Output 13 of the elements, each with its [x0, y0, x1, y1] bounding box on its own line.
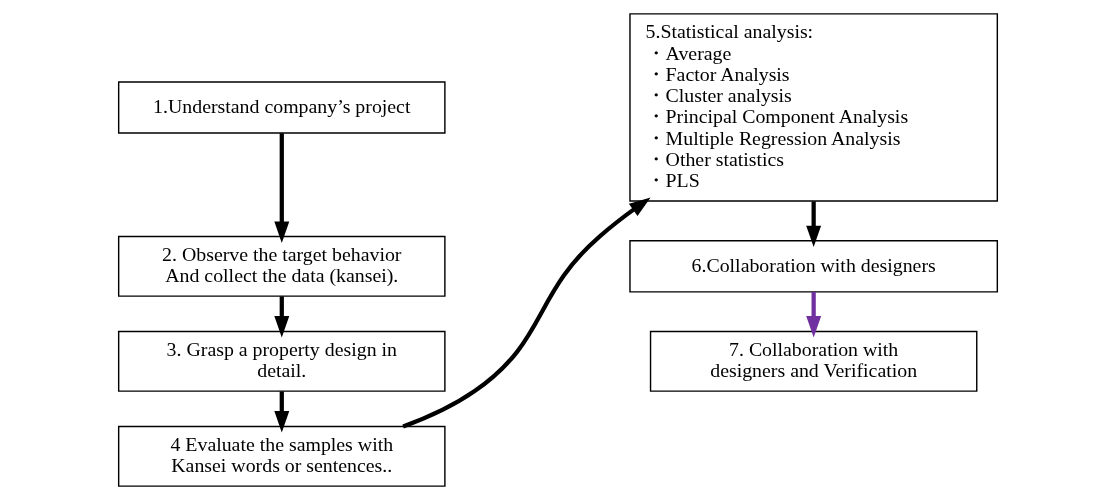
arrow: [805, 291, 821, 338]
node-box: 4 Evaluate the samples with Kansei words or sentences..: [117, 425, 446, 487]
arrow: [401, 197, 651, 429]
node-box: 5.Statistical analysis: ・Average ・Factor Analysis ・Cluster analysis ・Principal Component Analysis ・Multiple Regression Analysis ・Other statistics ・PLS: [628, 13, 998, 202]
node-box: 6.Collaboration with designers: [628, 240, 998, 293]
node-box: 7. Collaboration with designers and Verification: [649, 330, 977, 392]
node-box: 3. Grasp a property design in detail.: [117, 330, 446, 392]
arrow: [273, 296, 289, 338]
node-box: 1.Understand company’s project: [117, 81, 446, 134]
arrow: [273, 391, 289, 433]
arrow: [273, 133, 289, 243]
arrow: [805, 201, 821, 248]
node-box: 2. Observe the target behavior And collect the data (kansei).: [117, 235, 446, 297]
